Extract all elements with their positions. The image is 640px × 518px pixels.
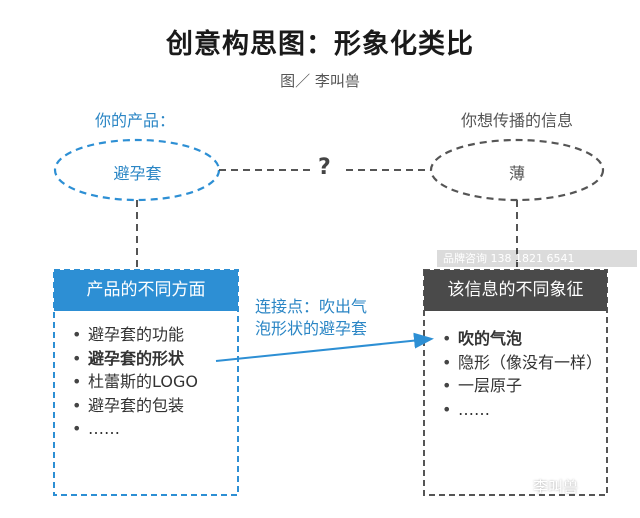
list-item: • …… [432,398,604,422]
list-item: • 一层原子 [432,374,604,398]
list-item: • 杜蕾斯的LOGO [62,370,238,394]
list-item: • 避孕套的包装 [62,394,238,418]
list-item: • 吹的气泡 [432,327,604,351]
author-signature: 李叫兽 [533,478,579,496]
list-item: • 避孕套的功能 [62,323,238,347]
bullet-icon: • [442,399,452,419]
list-item: • 隐形（像没有一样） [432,351,604,375]
product-ellipse-label: 避孕套 [113,164,162,183]
list-item-text: 避孕套的功能 [88,325,185,344]
message-panel-title: 该信息的不同象征 [424,270,607,311]
bullet-icon: • [72,325,82,344]
list-item-text: 避孕套的形状 [88,348,185,368]
message-ellipse-label: 薄 [508,164,525,183]
list-item-text: 隐形（像没有一样） [458,352,603,372]
connection-label-line-1: 连接点：吹出气 [255,297,368,316]
bullet-icon: • [442,376,452,395]
list-item-text: …… [458,399,490,419]
list-item-text: 杜蕾斯的LOGO [88,372,198,391]
list-item-text: 避孕套的包装 [88,395,185,415]
product-aspects-list: • 避孕套的功能 • 避孕套的形状 • 杜蕾斯的LOGO • 避孕套的包装 • …… [62,323,238,441]
bullet-icon: • [72,419,82,438]
list-item-text: 吹的气泡 [458,329,523,348]
bullet-icon: • [442,352,452,372]
connection-arrow [215,332,434,362]
connection-label-line-2: 泡形状的避孕套 [255,319,368,338]
list-item-text: …… [88,419,120,438]
question-mark: ? [318,155,331,180]
bullet-icon: • [72,372,82,391]
wechat-icon [503,472,529,493]
message-symbols-list: • 吹的气泡 • 隐形（像没有一样） • 一层原子 • …… [432,327,604,421]
brand-watermark: 品牌咨询 138 1821 6541 [437,250,637,267]
product-panel-title: 产品的不同方面 [54,270,238,311]
bullet-icon: • [72,348,82,368]
list-item-text: 一层原子 [458,376,523,395]
connection-label: 连接点：吹出气 泡形状的避孕套 [255,296,425,340]
bullet-icon: • [72,395,82,415]
diagram-credit: 图／ 李叫兽 [280,72,360,90]
product-heading: 你的产品： [94,111,175,130]
message-heading: 你想传播的信息 [460,111,573,130]
list-item: • …… [62,417,238,441]
diagram-title: 创意构思图：形象化类比 [166,29,474,60]
bullet-icon: • [442,329,452,348]
list-item: • 避孕套的形状 [62,347,238,371]
